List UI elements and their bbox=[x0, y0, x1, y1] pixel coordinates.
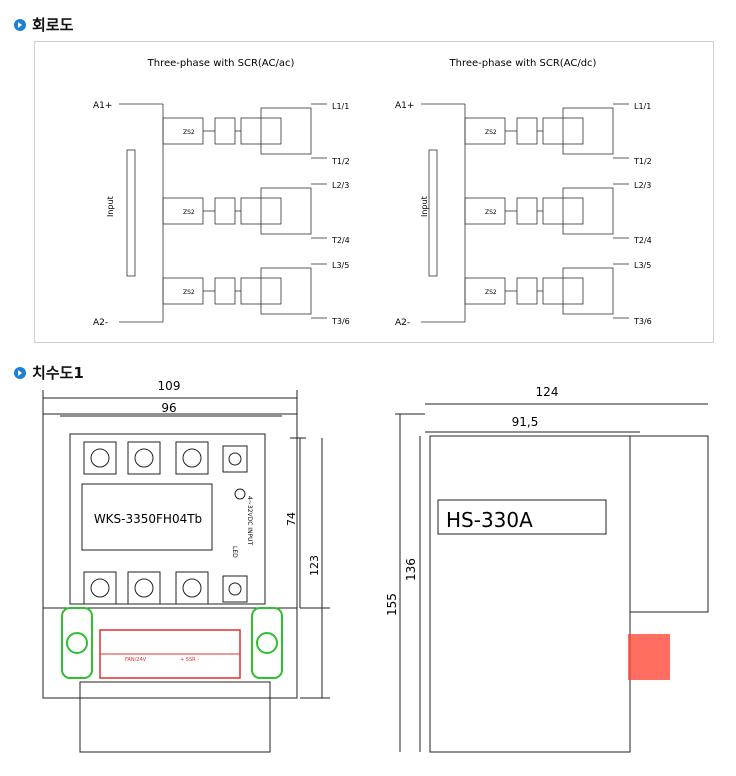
circuit-left-input: Input bbox=[106, 196, 115, 217]
circuit-right-term-5: L3/5 bbox=[634, 261, 651, 270]
front-model-label: WKS-3350FH04Tb bbox=[94, 512, 202, 526]
circuit-left-zs-1: ZS2 bbox=[183, 129, 195, 136]
front-ssr-label: + SSR - bbox=[180, 657, 199, 663]
side-red-connector bbox=[628, 634, 670, 680]
circuit-right-title: Three-phase with SCR(AC/dc) bbox=[449, 58, 597, 69]
side-view bbox=[395, 403, 709, 753]
side-depth-total: 124 bbox=[536, 385, 559, 399]
circuit-left-term-3: L2/3 bbox=[332, 181, 349, 190]
circuit-right-zs-2: ZS2 bbox=[485, 209, 497, 216]
circuit-right-a2: A2- bbox=[395, 318, 410, 328]
bullet-icon bbox=[14, 366, 26, 379]
side-heatsink-model: HS-330A bbox=[446, 508, 533, 532]
front-width-outer: 109 bbox=[158, 379, 181, 393]
circuit-right-term-2: T1/2 bbox=[633, 157, 652, 166]
circuit-left-term-6: T3/6 bbox=[331, 317, 350, 326]
circuit-section-title: 회로도 bbox=[14, 14, 73, 35]
front-width-inner: 96 bbox=[161, 401, 176, 415]
circuit-right-term-1: L1/1 bbox=[634, 102, 651, 111]
circuit-title-text: 회로도 bbox=[32, 16, 74, 34]
circuit-left-term-1: L1/1 bbox=[332, 102, 349, 111]
circuit-diagram-svg: Three-phase with SCR(AC/ac) A1+ A2- Inpu… bbox=[93, 58, 652, 328]
circuit-left-term-5: L3/5 bbox=[332, 261, 349, 270]
circuit-left-a2: A2- bbox=[93, 318, 108, 328]
circuit-left-term-2: T1/2 bbox=[331, 157, 350, 166]
front-screws-top bbox=[83, 441, 248, 605]
front-height-mid: 74 bbox=[285, 512, 298, 526]
circuit-right-term-3: L2/3 bbox=[634, 181, 651, 190]
circuit-right-zs-3: ZS2 bbox=[485, 289, 497, 296]
circuit-left: Three-phase with SCR(AC/ac) A1+ A2- Inpu… bbox=[93, 58, 350, 328]
front-fan-label: FAN/24V bbox=[125, 657, 147, 663]
front-view bbox=[42, 390, 330, 753]
circuit-left-zs-3: ZS2 bbox=[183, 289, 195, 296]
front-height-total: 123 bbox=[308, 555, 321, 576]
side-height-outer: 155 bbox=[385, 593, 399, 616]
circuit-right: Three-phase with SCR(AC/dc) A1+ A2- Inpu… bbox=[395, 58, 652, 328]
terminal-block bbox=[61, 607, 283, 679]
circuit-right-zs-1: ZS2 bbox=[485, 129, 497, 136]
circuit-right-a1: A1+ bbox=[395, 101, 414, 111]
circuit-right-input: Input bbox=[420, 196, 429, 217]
circuit-right-term-4: T2/4 bbox=[633, 236, 652, 245]
front-led-label: LED bbox=[231, 546, 238, 558]
side-depth-inner: 91,5 bbox=[512, 415, 539, 429]
bullet-icon bbox=[14, 18, 26, 31]
circuit-left-title: Three-phase with SCR(AC/ac) bbox=[147, 58, 295, 69]
front-input-label: 4~32VDC INPUT bbox=[246, 496, 253, 546]
dimension-drawing-svg: 109 96 WKS-3350FH04Tb 74 123 LED 4~32VDC… bbox=[42, 379, 709, 753]
dimension-section-title: 치수도1 bbox=[14, 362, 84, 383]
circuit-left-zs-2: ZS2 bbox=[183, 209, 195, 216]
circuit-left-term-4: T2/4 bbox=[331, 236, 350, 245]
dimension-title-text: 치수도1 bbox=[32, 364, 84, 382]
circuit-diagram-panel: Three-phase with SCR(AC/ac) A1+ A2- Inpu… bbox=[34, 41, 714, 343]
circuit-left-a1: A1+ bbox=[93, 101, 112, 111]
side-height-inner: 136 bbox=[404, 558, 418, 581]
circuit-right-term-6: T3/6 bbox=[633, 317, 652, 326]
